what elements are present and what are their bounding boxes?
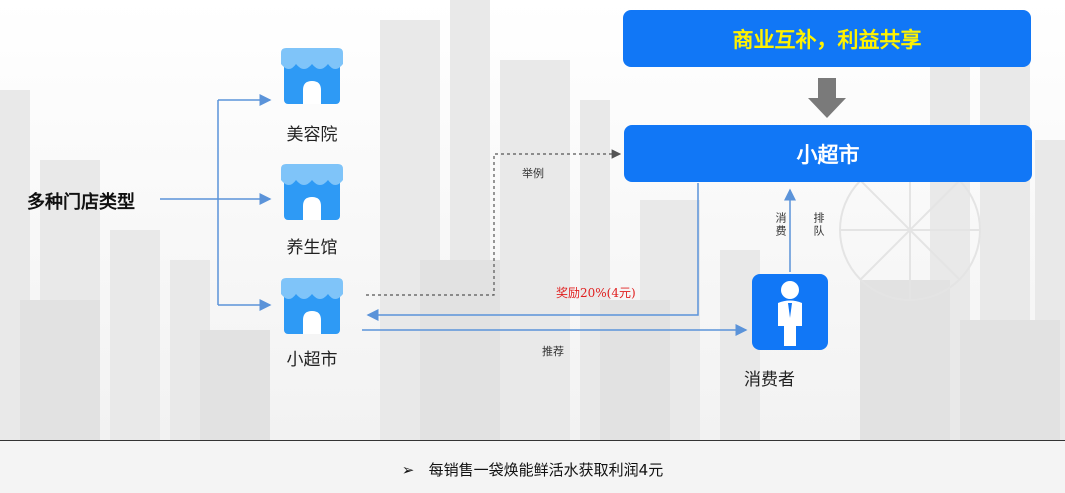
footer-bar — [0, 440, 1065, 493]
store-label-supermarket: 小超市 — [286, 350, 338, 370]
footer-text: 每销售一袋焕能鲜活水获取利润4元 — [428, 461, 664, 479]
store-label-beauty-salon: 美容院 — [286, 125, 338, 145]
edge-label-reward: 奖励20%(4元) — [556, 286, 636, 300]
edge-label-example: 举例 — [522, 167, 544, 180]
supermarket-banner-text: 小超市 — [796, 142, 860, 167]
edge-label-consume: 消费 — [774, 212, 787, 238]
store-icon — [281, 48, 343, 104]
top-banner-text: 商业互补，利益共享 — [732, 27, 922, 52]
edge-label-recommend: 推荐 — [542, 345, 564, 358]
store-icon — [281, 278, 343, 334]
supermarket-banner: 小超市 — [624, 125, 1032, 182]
person-icon — [778, 281, 802, 346]
down-arrow-icon — [808, 78, 846, 118]
source-label: 多种门店类型 — [27, 192, 135, 213]
store-supermarket — [281, 278, 343, 336]
store-icon — [281, 164, 343, 220]
reward-arrow — [366, 183, 699, 321]
edge-label-queue: 排队 — [812, 212, 825, 238]
diagram-connectors — [160, 78, 846, 336]
city-skyline-background — [0, 0, 1065, 440]
footer-bullet-icon: ➢ — [401, 461, 415, 479]
store-type-branches — [160, 94, 272, 311]
store-beauty-salon — [281, 48, 343, 106]
store-wellness-center — [281, 164, 343, 222]
consumer-node — [752, 274, 828, 350]
store-label-wellness-center: 养生馆 — [286, 238, 338, 258]
example-dashed-arrow — [366, 149, 622, 296]
top-banner: 商业互补，利益共享 — [623, 10, 1031, 67]
footer-caption: ➢ 每销售一袋焕能鲜活水获取利润4元 — [0, 459, 1065, 480]
consumer-label: 消费者 — [744, 370, 795, 390]
